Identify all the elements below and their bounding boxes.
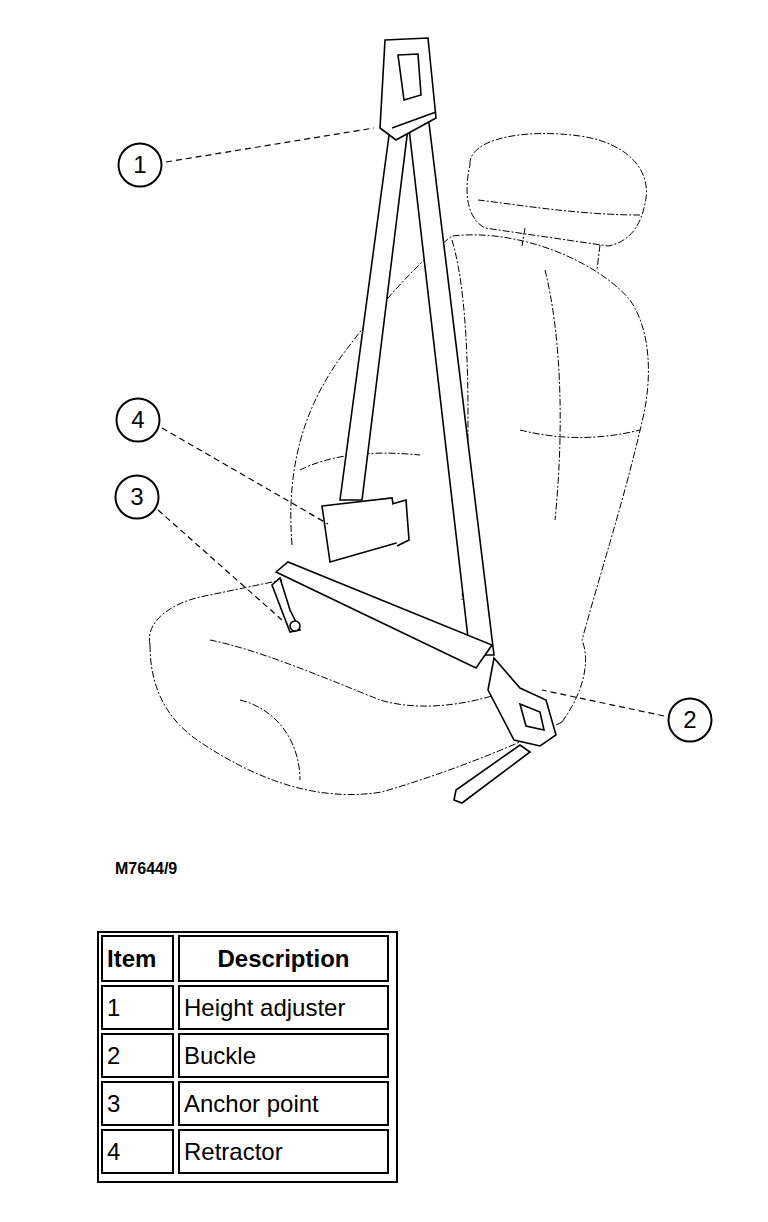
- cell-text: 3: [107, 1090, 120, 1118]
- callout-number: 2: [683, 706, 696, 734]
- table-cell: Anchor point: [178, 1081, 389, 1126]
- cell-text: Anchor point: [184, 1090, 319, 1118]
- callout-circle: 2: [667, 697, 713, 743]
- callout-circle: 4: [115, 397, 161, 443]
- table-cell: Description: [178, 935, 389, 982]
- table-cell: Height adjuster: [178, 985, 389, 1030]
- cell-text: Item: [107, 945, 156, 973]
- callout-circle: 3: [114, 474, 160, 520]
- table-cell: 3: [101, 1081, 174, 1126]
- cell-text: 4: [107, 1138, 120, 1166]
- leader-lines: [158, 128, 664, 716]
- table-cell: Retractor: [178, 1129, 389, 1174]
- table-cell: Buckle: [178, 1033, 389, 1078]
- cell-text: Buckle: [184, 1042, 256, 1070]
- seat-outline: [149, 134, 648, 795]
- callout-circle: 1: [117, 142, 163, 188]
- table-cell: 4: [101, 1129, 174, 1174]
- callout-number: 4: [131, 406, 144, 434]
- callout-number: 3: [130, 483, 143, 511]
- cell-text: Description: [217, 945, 349, 973]
- cell-text: Height adjuster: [184, 994, 345, 1022]
- table-cell: Item: [101, 935, 174, 982]
- cell-text: Retractor: [184, 1138, 283, 1166]
- table-cell: 1: [101, 985, 174, 1030]
- table-cell: 2: [101, 1033, 174, 1078]
- callout-number: 1: [133, 151, 146, 179]
- cell-text: 1: [107, 994, 120, 1022]
- seat-belt: [272, 38, 556, 803]
- figure-code: M7644/9: [115, 856, 235, 882]
- figure-code-text: M7644/9: [115, 860, 177, 878]
- cell-text: 2: [107, 1042, 120, 1070]
